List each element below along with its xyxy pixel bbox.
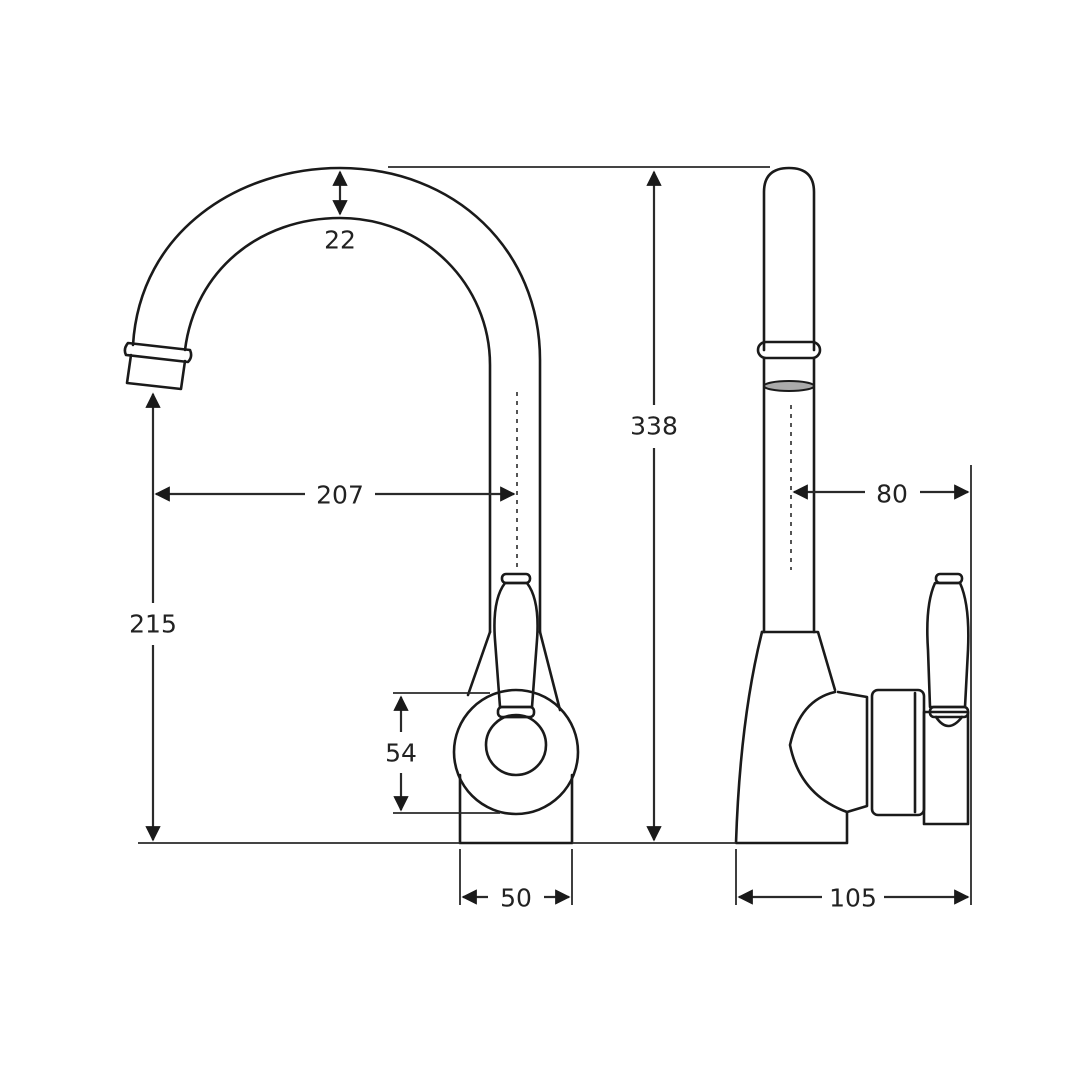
dim-label-spout-reach: 207	[312, 482, 368, 508]
dimension-lines	[138, 166, 972, 905]
dim-label-spout-diameter: 22	[320, 227, 360, 253]
dim-label-body-diameter: 54	[381, 740, 421, 766]
side-view	[734, 166, 970, 845]
dim-label-outlet-height: 215	[125, 611, 181, 637]
dim-label-overall-height: 338	[626, 413, 682, 439]
dim-label-overall-depth: 105	[825, 885, 881, 911]
dim-label-handle-offset: 80	[872, 481, 912, 507]
dim-label-base-width: 50	[496, 885, 536, 911]
front-view	[123, 166, 580, 845]
